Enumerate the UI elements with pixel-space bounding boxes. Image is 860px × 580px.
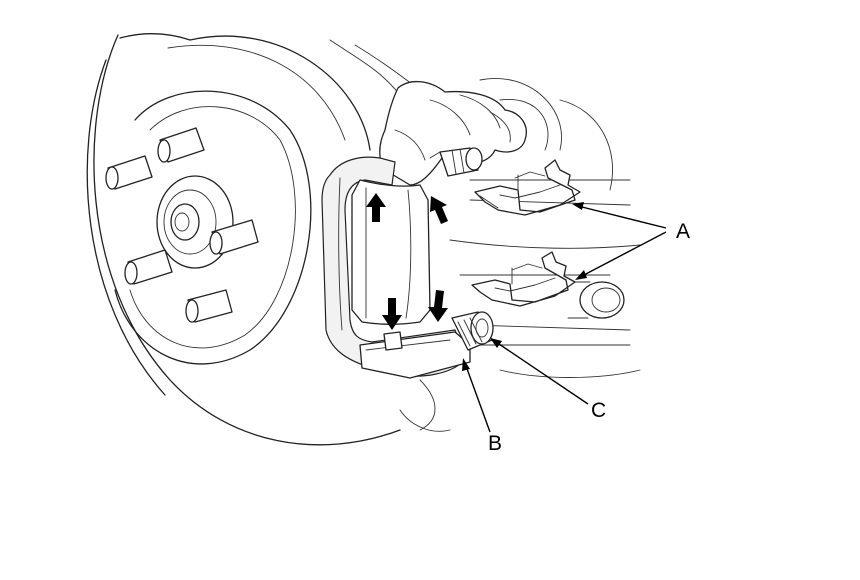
brake-pad xyxy=(351,179,431,325)
hand xyxy=(379,81,527,186)
caliper-bracket xyxy=(321,156,471,379)
callout-c-label: C xyxy=(591,399,606,422)
leader-lines xyxy=(462,202,667,433)
callout-b-label: B xyxy=(488,432,502,455)
suspension-background xyxy=(329,39,641,432)
upper-slide-pin xyxy=(429,147,483,177)
arrow-down-left xyxy=(382,298,402,330)
arrow-down-right xyxy=(428,290,448,322)
arrow-up-left xyxy=(366,193,386,222)
pad-retainer-upper xyxy=(474,159,581,216)
brake-disc xyxy=(86,33,401,446)
callout-a-label: A xyxy=(676,220,690,243)
arrow-up-right xyxy=(430,196,448,224)
wheel-studs xyxy=(105,127,259,323)
direction-arrows xyxy=(366,193,448,330)
pad-retainer-lower xyxy=(471,251,576,307)
wheel-hub xyxy=(156,175,234,269)
